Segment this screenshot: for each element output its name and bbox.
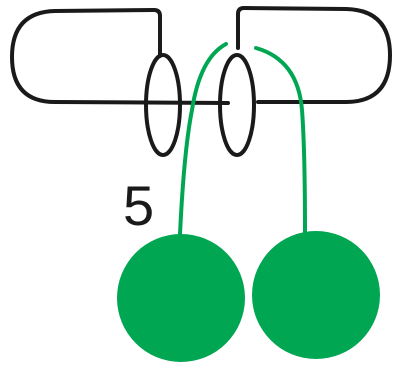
figure-number-label: 5 <box>123 174 154 237</box>
right-string <box>256 48 305 232</box>
right-ring <box>220 55 254 155</box>
left-ball <box>117 234 245 362</box>
right-ball <box>252 231 380 359</box>
left-string <box>180 44 226 234</box>
right-hook-outline <box>238 8 390 102</box>
left-ring <box>146 55 180 155</box>
